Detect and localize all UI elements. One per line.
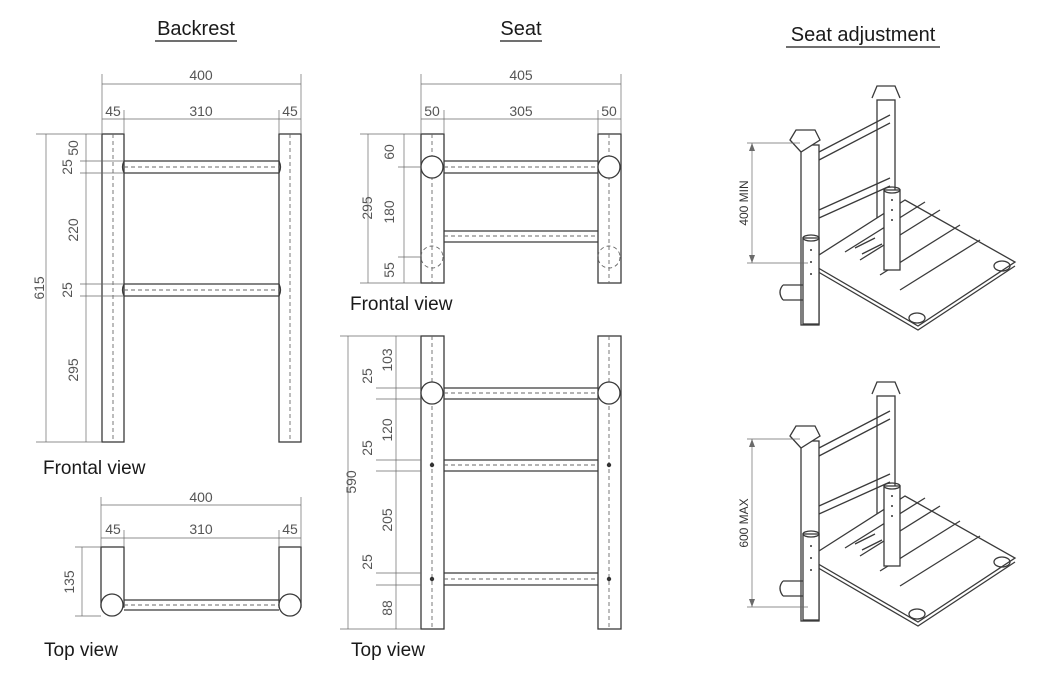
seat-frontal-left-post: 50 (424, 103, 440, 119)
seat-frontal-overall-width: 405 (509, 67, 533, 83)
seat-frontal-overall-height: 295 (359, 196, 375, 220)
seat-frontal-view-label: Frontal view (350, 294, 453, 315)
seat-top-drawing (340, 335, 622, 630)
svg-text:Seat: Seat (500, 18, 542, 40)
seat-top-view-label: Top view (351, 640, 425, 661)
backrest-frontal-top-gap: 50 (65, 140, 81, 156)
backrest-top-inner-width: 310 (189, 521, 213, 537)
seat-top-bottom: 88 (379, 600, 395, 616)
backrest-top-overall-width: 400 (189, 489, 213, 505)
backrest-frontal-bottom: 295 (65, 358, 81, 382)
seat-top-top: 103 (379, 348, 395, 372)
seat-adjustment-max-drawing (747, 381, 1016, 627)
seat-top-rail1: 25 (359, 368, 375, 384)
svg-text:Seat adjustment: Seat adjustment (791, 24, 936, 46)
seat-frontal-top: 60 (381, 144, 397, 160)
backrest-top-depth: 135 (61, 570, 77, 594)
backrest-top-view-label: Top view (44, 640, 118, 661)
heading-backrest: Backrest (155, 18, 237, 42)
backrest-top-right-post: 45 (282, 521, 298, 537)
backrest-top-left-post: 45 (105, 521, 121, 537)
seat-frontal-middle: 180 (381, 200, 397, 224)
backrest-frontal-view-label: Frontal view (43, 458, 146, 479)
backrest-frontal-left-post: 45 (105, 103, 121, 119)
backrest-top-drawing (75, 497, 302, 617)
backrest-frontal-rail2: 25 (59, 282, 75, 298)
heading-seat: Seat (500, 18, 542, 42)
backrest-frontal-right-post: 45 (282, 103, 298, 119)
svg-text:Backrest: Backrest (157, 18, 235, 40)
seat-frontal-bottom: 55 (381, 262, 397, 278)
seat-top-rail3: 25 (359, 554, 375, 570)
seat-top-overall-height: 590 (343, 470, 359, 494)
backrest-frontal-rail1: 25 (59, 159, 75, 175)
seat-adjustment-min-drawing (747, 85, 1016, 331)
seat-frontal-drawing (360, 74, 622, 284)
seat-top-gap2: 205 (379, 508, 395, 532)
backrest-frontal-drawing (36, 74, 302, 443)
backrest-frontal-gap-mid: 220 (65, 218, 81, 242)
backrest-frontal-overall-height: 615 (31, 276, 47, 300)
backrest-frontal-overall-width: 400 (189, 67, 213, 83)
seat-top-rail2: 25 (359, 440, 375, 456)
seat-adjustment-min-label: 400 MIN (737, 180, 751, 225)
backrest-frontal-inner-width: 310 (189, 103, 213, 119)
heading-seat-adjustment: Seat adjustment (786, 24, 940, 48)
seat-top-gap1: 120 (379, 418, 395, 442)
seat-frontal-right-post: 50 (601, 103, 617, 119)
seat-adjustment-max-label: 600 MAX (737, 498, 751, 547)
seat-frontal-inner-width: 305 (509, 103, 533, 119)
